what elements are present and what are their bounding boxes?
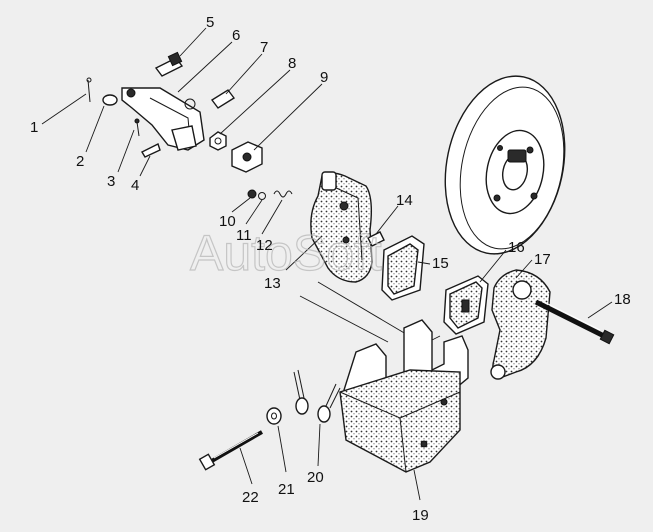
callout-4: 4: [131, 177, 139, 194]
lever-bracket: [121, 87, 205, 151]
callout-16: 16: [508, 239, 525, 256]
bolt-18: [534, 299, 615, 345]
callout-13: 13: [264, 275, 281, 292]
callout-leaders: [41, 27, 613, 501]
nut-8: [209, 131, 227, 151]
callout-9: 9: [320, 69, 328, 86]
callout-12: 12: [256, 237, 273, 254]
caliper-body-19: [339, 319, 469, 473]
callout-7: 7: [260, 39, 268, 56]
callout-10: 10: [219, 213, 236, 230]
watermark-text: AutoSoft: [190, 225, 382, 281]
spring-12: [273, 190, 293, 198]
callout-22: 22: [242, 489, 259, 506]
washer-11: [258, 192, 266, 200]
brake-pad-16: [443, 275, 489, 335]
callout-3: 3: [107, 173, 115, 190]
screw-3: [134, 118, 140, 137]
spring-20: [293, 369, 341, 423]
washer-10: [247, 189, 257, 199]
pin-7: [210, 89, 236, 109]
callout-18: 18: [614, 291, 631, 308]
callout-21: 21: [278, 481, 295, 498]
caliper-outer-17: [490, 269, 551, 380]
callout-5: 5: [206, 14, 214, 31]
bolt-5: [154, 51, 184, 77]
callout-8: 8: [288, 55, 296, 72]
callout-labels: 1 2 3 4 5 6 7 8 9 10 11 12 13 14 15 16 1…: [30, 14, 631, 524]
callout-2: 2: [76, 153, 84, 170]
callout-6: 6: [232, 27, 240, 44]
bolt-22: [198, 430, 263, 471]
callout-1: 1: [30, 119, 38, 136]
washer-21: [266, 407, 282, 425]
pin-1: [86, 77, 92, 103]
callout-19: 19: [412, 507, 429, 524]
pin-4: [141, 143, 161, 158]
brake-disc: [444, 75, 566, 255]
washer-2: [102, 94, 118, 106]
callout-17: 17: [534, 251, 551, 268]
callout-15: 15: [432, 255, 449, 272]
callout-11: 11: [236, 227, 252, 244]
callout-20: 20: [307, 469, 324, 486]
inner-pad-carrier: [310, 171, 373, 283]
callout-14: 14: [396, 192, 413, 209]
brake-pad-15: [381, 235, 425, 301]
